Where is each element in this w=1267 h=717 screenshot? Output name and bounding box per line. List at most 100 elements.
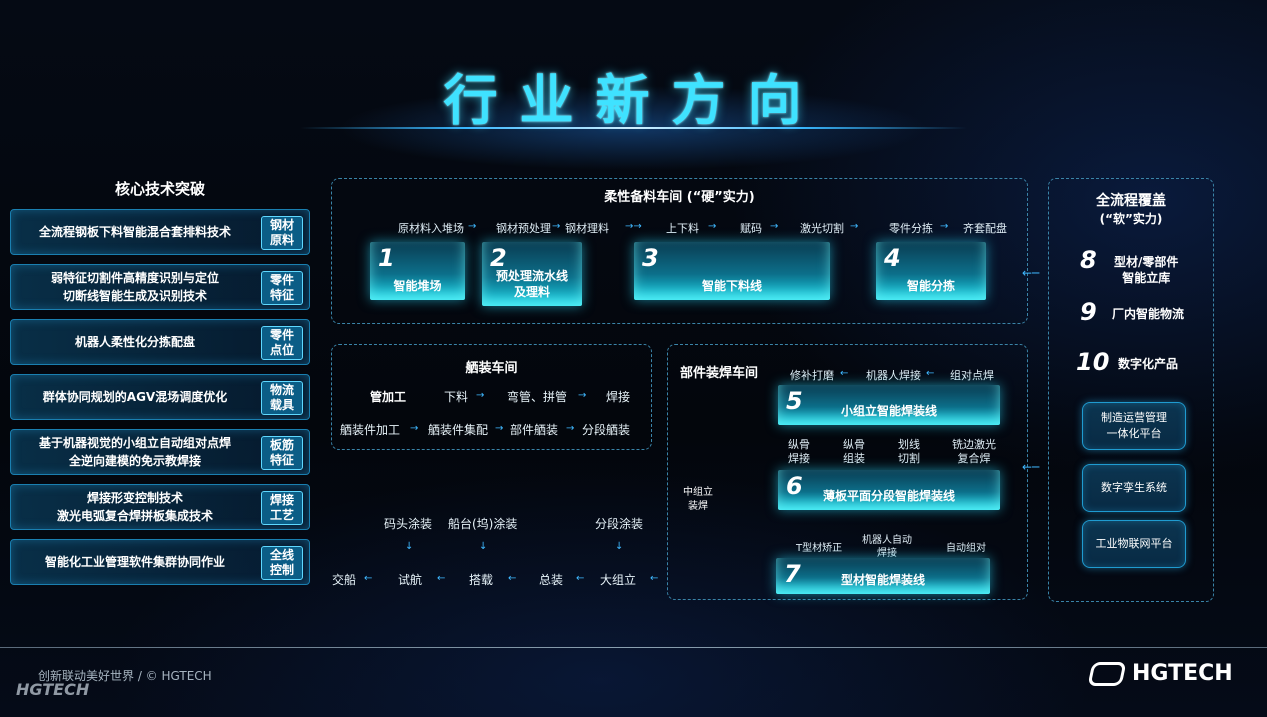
tech-row-text: 群体协同规划的AGV混场调度优化 [42,390,228,404]
tech-row: 机器人柔性化分拣配盘 零件 点位 [10,319,310,365]
line-number: 6 [786,472,803,500]
line-label: 智能下料线 [701,279,762,293]
arrow-right-icon: → [410,423,419,434]
outfitting-title: 舾装车间 [465,361,518,376]
arrow-right-icon: → [552,221,561,232]
core-tech-heading: 核心技术突破 [114,180,205,198]
iiot-platform-button[interactable]: 工业物联网平台 [1082,520,1186,568]
flow-step: 试航 [398,573,423,587]
arrow-right-icon: → [468,221,477,232]
step-label: 纵骨 组装 [843,438,865,465]
welding-title: 部件装焊车间 [680,366,759,381]
item-label: 厂内智能物流 [1112,307,1185,321]
arrow-right-icon: → [850,221,859,232]
arrow-left-icon: ←─ [1022,266,1040,280]
step-label: 修补打磨 [790,369,834,382]
step-label: 激光切割 [800,222,844,235]
right-title: 全流程覆盖 [1096,193,1166,209]
step-label: 原材料入堆场 [398,222,464,235]
item-label: 数字化产品 [1118,357,1179,371]
digital-twin-button[interactable]: 数字孪生系统 [1082,464,1186,512]
step-label: 焊接 [606,390,631,404]
arrow-left-icon: ← [650,573,659,584]
arrow-right-icon: → [566,423,575,434]
tech-row-tag: 全线 控制 [261,546,303,580]
step-label: 弯管、拼管 [507,390,568,404]
flow-step: 搭载 [469,573,494,587]
outfitting-workshop [331,344,652,450]
tech-row-tag: 零件 点位 [261,326,303,360]
workshop1-title: 柔性备料车间 (“硬”实力) [604,190,755,205]
tech-row: 焊接形变控制技术 激光电弧复合焊拼板集成技术焊接 工艺 [10,484,310,530]
arrow-right-icon: → [476,390,485,401]
arrow-right-icon: → [495,423,504,434]
line-number: 4 [884,244,901,272]
arrow-right-icon: → [578,390,587,401]
footer-logo-small: HGTECH [16,680,90,699]
mom-platform-button[interactable]: 制造运营管理 一体化平台 [1082,402,1186,450]
tech-row-text: 智能化工业管理软件集群协同作业 [44,555,225,569]
welding-workshop [667,344,1028,600]
step-label: 自动组对 [946,543,986,554]
step-label: 分段舾装 [582,423,631,437]
line-label: 预处理流水线 及理料 [495,269,568,299]
tech-row: 智能化工业管理软件集群协同作业 全线 控制 [10,539,310,585]
page-title: 行业新方向 [443,69,824,132]
tech-row-tag: 板筋 特征 [261,436,303,470]
step-label: 组对点焊 [950,369,994,382]
step-label: 纵骨 焊接 [788,438,810,465]
arrow-left-icon: ← [437,573,446,584]
title-underline [300,127,967,129]
step-label: 铣边激光 复合焊 [952,438,996,465]
step-label: 零件分拣 [889,222,933,235]
arrow-down-icon: ↓ [405,541,414,552]
arrow-down-icon: ↓ [615,541,624,552]
footer-slogan: 创新联动美好世界 / © HGTECH [38,669,212,683]
arrow-left-icon: ← [364,573,373,584]
item-number: 8 [1080,246,1097,274]
step-label: 舾装件集配 [428,423,489,437]
line-box-3: 3 智能下料线 [634,242,830,300]
tech-row-tag: 零件 特征 [261,271,303,305]
line-number: 3 [642,244,659,272]
line-number: 5 [786,387,803,415]
line-box-5: 5 小组立智能焊装线 [778,385,1000,425]
tech-row-tag: 钢材 原料 [261,216,303,250]
flow-step: 交船 [332,573,357,587]
line-label: 小组立智能焊装线 [840,404,937,418]
arrow-left-icon: ← [840,368,849,379]
step-label: T型材矫正 [796,543,843,554]
hgtech-logo-icon [1087,662,1127,686]
arrow-left-icon: ← [926,368,935,379]
line-label: 智能堆场 [393,279,442,293]
arrow-down-icon: ↓ [479,541,488,552]
item-number: 9 [1080,298,1097,326]
coating-label: 船台(坞)涂装 [448,517,518,531]
line-label: 智能分拣 [906,279,955,293]
tech-row: 全流程钢板下料智能混合套排料技术钢材 原料 [10,209,310,255]
item-label: 型材/零部件 智能立库 [1114,255,1179,285]
line-number: 7 [784,560,801,588]
step-label: 齐套配盘 [963,222,1007,235]
tech-row-text: 基于机器视觉的小组立自动组对点焊 全逆向建模的免示教焊接 [38,436,231,468]
tech-row: 弱特征切割件高精度识别与定位 切断线智能生成及识别技术零件 特征 [10,264,310,310]
step-label: 舾装件加工 [340,423,401,437]
tech-row-tag: 焊接 工艺 [261,491,303,525]
right-subtitle: (“软”实力) [1099,212,1163,226]
pipe-processing-label: 管加工 [370,390,407,404]
item-number: 10 [1076,348,1110,376]
tech-row-text: 机器人柔性化分拣配盘 [74,335,195,349]
step-label: 赋码 [740,222,762,235]
mid-assembly-label: 中组立 装焊 [683,487,713,512]
flow-step: 大组立 [600,573,637,587]
arrow-right-icon: →→ [625,221,642,232]
step-label: 机器人焊接 [866,369,921,382]
arrow-right-icon: → [708,221,717,232]
step-label: 机器人自动 焊接 [862,535,912,559]
flow-step: 总装 [539,573,564,587]
coating-label: 分段涂装 [595,517,644,531]
step-label: 下料 [444,390,469,404]
